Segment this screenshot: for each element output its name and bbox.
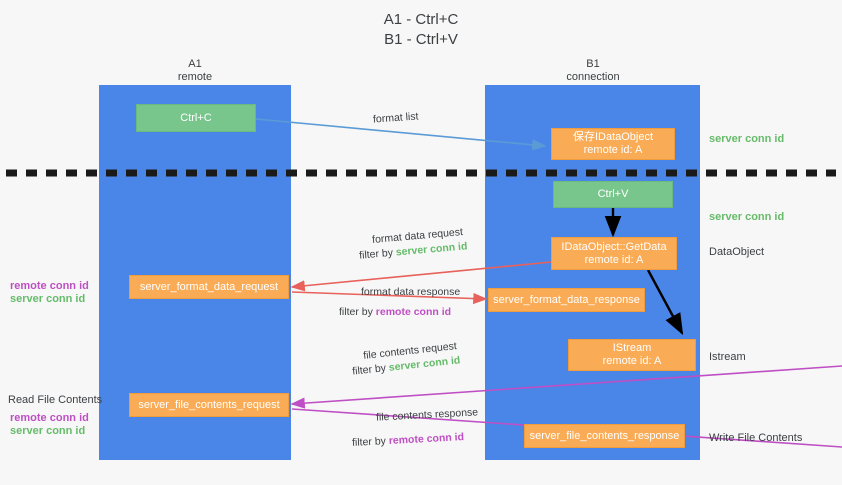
annotation-server-conn-id-top: server conn id: [709, 133, 785, 145]
filter-prefix: filter by: [351, 435, 390, 449]
node-server-format-data-request-label: server_format_data_request: [139, 280, 279, 293]
diagram-title: A1 - Ctrl+C B1 - Ctrl+V: [0, 10, 842, 50]
node-ctrl-c-label: Ctrl+C: [180, 111, 212, 124]
node-idataobject-getdata-line2: remote id: A: [584, 253, 644, 266]
annotation-read-file-contents: Read File Contents: [8, 394, 103, 406]
node-save-idataobject-line1: 保存IDataObject: [572, 131, 654, 143]
node-server-format-data-request[interactable]: server_format_data_request: [129, 275, 289, 299]
annotation-istream: Istream: [709, 351, 746, 363]
annotation-write-file-contents: Write File Contents: [709, 432, 803, 444]
filter-key-remote-conn-id: remote conn id: [388, 431, 465, 447]
filter-key-remote-conn-id: remote conn id: [375, 306, 452, 318]
title-line-2: B1 - Ctrl+V: [384, 31, 458, 48]
node-save-idataobject-line2: remote id: A: [583, 144, 643, 156]
annotation-server-conn-id-mid: server conn id: [709, 211, 785, 223]
filter-prefix: filter by: [339, 306, 376, 318]
annotation-dataobject: DataObject: [709, 246, 765, 258]
edge-label-format-data-response-filter: filter by remote conn id: [339, 305, 451, 319]
annotation-remote-conn-id-2: remote conn id: [10, 412, 89, 424]
node-server-file-contents-request[interactable]: server_file_contents_request: [129, 393, 289, 417]
node-istream-line1: IStream: [612, 342, 652, 354]
node-server-format-data-response[interactable]: server_format_data_response: [488, 288, 645, 312]
node-istream[interactable]: IStream remote id: A: [568, 339, 696, 371]
node-save-idataobject[interactable]: 保存IDataObject remote id: A: [551, 128, 675, 160]
node-istream-line2: remote id: A: [602, 355, 662, 367]
node-server-file-contents-response[interactable]: server_file_contents_response: [524, 424, 685, 448]
lane-header-a1-role: remote: [177, 71, 213, 83]
title-line-1: A1 - Ctrl+C: [383, 11, 459, 28]
node-server-format-data-response-label: server_format_data_response: [493, 293, 640, 306]
edge-label-format-data-response: format data response: [361, 286, 461, 298]
annotation-server-conn-id-1: server conn id: [10, 293, 86, 305]
node-idataobject-getdata-line1: IDataObject::GetData: [561, 240, 667, 253]
lane-header-b1-role: connection: [566, 71, 620, 83]
node-server-file-contents-response-label: server_file_contents_response: [529, 429, 680, 442]
lane-header-b1-name: B1: [586, 58, 600, 70]
edge-label-format-list: format list: [372, 110, 419, 126]
lane-header-a1: A1 remote: [115, 58, 275, 84]
node-ctrl-v[interactable]: Ctrl+V: [553, 181, 673, 208]
node-idataobject-getdata[interactable]: IDataObject::GetData remote id: A: [551, 237, 677, 270]
node-ctrl-v-label: Ctrl+V: [597, 188, 629, 200]
edge-label-file-contents-response: file contents response: [375, 406, 479, 424]
node-server-file-contents-request-label: server_file_contents_request: [138, 398, 280, 411]
edge-label-file-contents-response-filter: filter by remote conn id: [352, 430, 465, 450]
filter-prefix: filter by: [351, 361, 390, 378]
annotation-server-conn-id-2: server conn id: [10, 425, 86, 437]
lane-header-b1: B1 connection: [513, 58, 673, 84]
annotation-remote-conn-id-1: remote conn id: [10, 280, 89, 292]
lane-header-a1-name: A1: [188, 58, 202, 70]
filter-prefix: filter by: [358, 246, 397, 262]
node-ctrl-c[interactable]: Ctrl+C: [136, 104, 256, 132]
